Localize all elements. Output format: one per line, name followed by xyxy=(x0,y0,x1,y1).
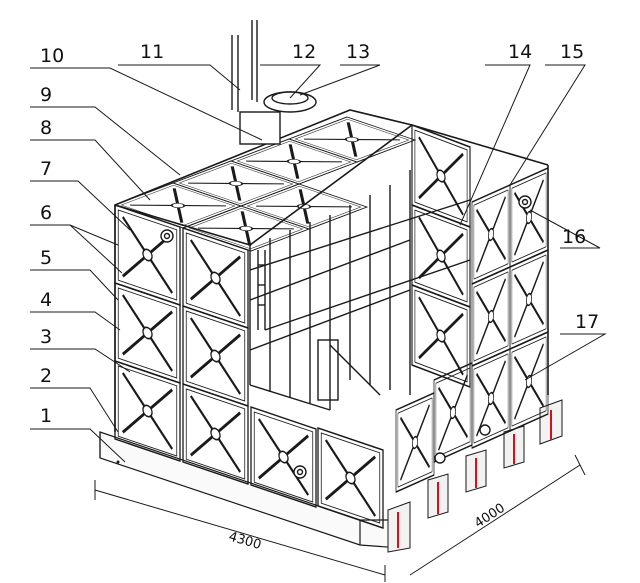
callout-labels: 1 2 3 4 5 6 7 8 9 10 11 12 13 14 15 16 1… xyxy=(40,41,599,427)
support-piers xyxy=(387,399,563,553)
callout-6: 6 xyxy=(40,202,52,224)
dimension-width-label: 4000 xyxy=(472,501,508,532)
callout-2: 2 xyxy=(40,365,52,387)
callout-1: 1 xyxy=(40,405,52,427)
pier xyxy=(465,449,487,493)
callout-12: 12 xyxy=(292,41,316,63)
callout-5: 5 xyxy=(40,247,52,269)
dimension-lines xyxy=(94,454,586,582)
pier xyxy=(387,501,411,553)
callout-14: 14 xyxy=(508,41,532,63)
callout-16: 16 xyxy=(562,226,586,248)
pier xyxy=(503,425,525,469)
back-wall-panels xyxy=(410,123,472,389)
callout-3: 3 xyxy=(40,326,52,348)
callout-7: 7 xyxy=(40,158,52,180)
callout-9: 9 xyxy=(40,84,52,106)
dimension-length-label: 4300 xyxy=(227,529,263,553)
roof-edges xyxy=(114,109,549,432)
callout-13: 13 xyxy=(346,41,370,63)
front-wall-panels xyxy=(113,203,385,530)
pier xyxy=(427,473,449,519)
pipe-fittings xyxy=(160,195,532,479)
callout-17: 17 xyxy=(575,311,599,333)
callout-8: 8 xyxy=(40,117,52,139)
internal-frame xyxy=(249,170,471,411)
callout-10: 10 xyxy=(40,45,64,67)
callout-4: 4 xyxy=(40,289,52,311)
roof-fittings xyxy=(231,20,317,145)
leader-lines xyxy=(30,64,607,463)
callout-15: 15 xyxy=(560,41,584,63)
pier xyxy=(539,399,563,445)
callout-11: 11 xyxy=(140,41,164,63)
